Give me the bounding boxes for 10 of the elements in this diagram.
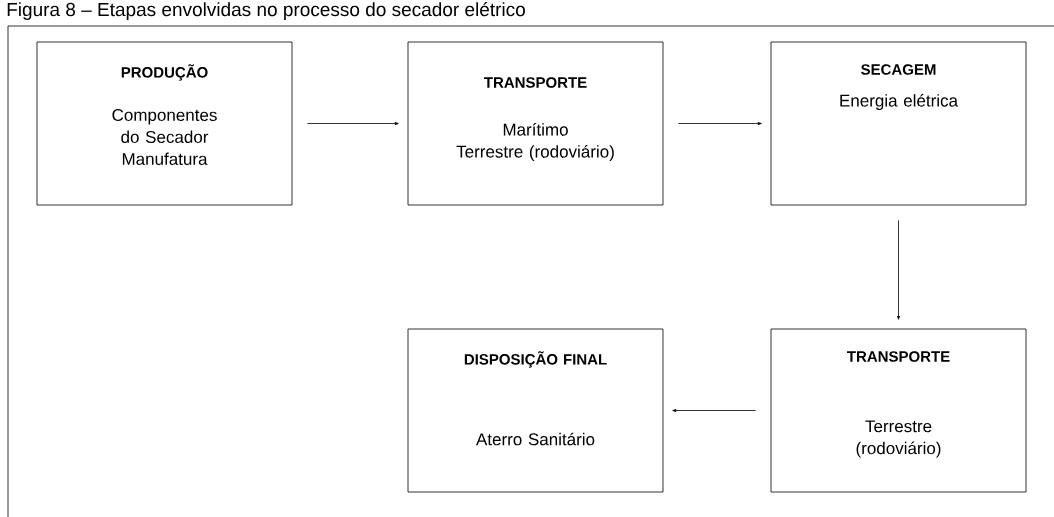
process-box: PRODUÇÃO Componentes do Secador Manufatura	[36, 41, 293, 206]
process-box: SECAGEM Energia elétrica	[770, 41, 1027, 206]
process-box: TRANSPORTE Marítimo Terrestre (rodoviário)	[407, 41, 664, 206]
arrow	[672, 409, 756, 413]
figure-title: Figura 8 – Etapas envolvidas no processo do secador elétrico	[7, 2, 525, 20]
arrow	[897, 220, 901, 320]
arrow	[678, 121, 762, 126]
process-box: DISPOSIÇÃO FINAL Aterro Sanitário	[407, 328, 664, 493]
arrow	[307, 121, 399, 126]
process-box: TRANSPORTE Terrestre (rodoviário)	[770, 328, 1027, 493]
